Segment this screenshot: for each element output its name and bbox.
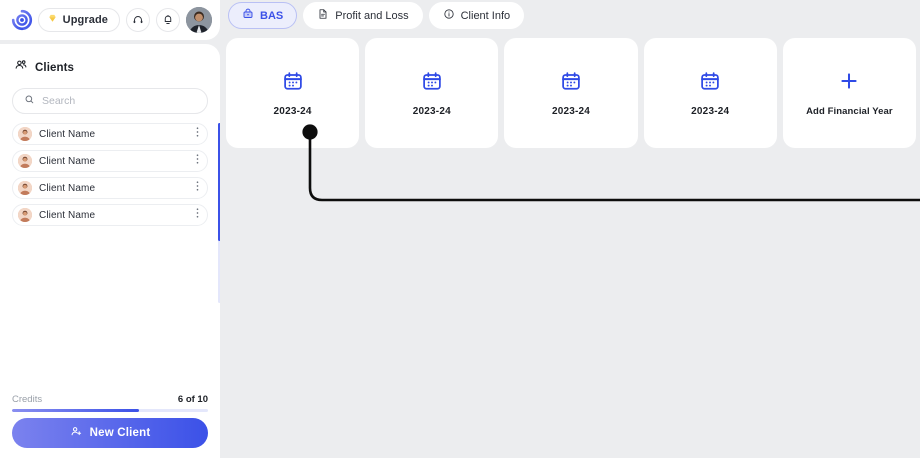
- calendar-icon: [421, 70, 443, 97]
- client-avatar: [18, 127, 32, 141]
- more-vertical-icon[interactable]: [196, 179, 199, 197]
- client-avatar: [18, 181, 32, 195]
- tab-client-info-label: Client Info: [460, 9, 511, 22]
- tab-bas-label: BAS: [260, 9, 284, 22]
- client-name: Client Name: [39, 209, 96, 221]
- document-lock-icon: [242, 8, 254, 23]
- tab-profit-and-loss[interactable]: Profit and Loss: [303, 2, 423, 29]
- financial-year-label: 2023-24: [691, 105, 730, 117]
- users-icon: [14, 58, 28, 77]
- client-name: Client Name: [39, 128, 96, 140]
- upgrade-label: Upgrade: [62, 14, 108, 26]
- financial-year-card[interactable]: 2023-24: [365, 38, 499, 148]
- upgrade-button[interactable]: Upgrade: [37, 8, 120, 32]
- financial-year-card[interactable]: 2023-24: [504, 38, 638, 148]
- new-client-label: New Client: [89, 427, 151, 439]
- financial-year-card[interactable]: 2023-24: [643, 38, 777, 148]
- client-name: Client Name: [39, 155, 96, 167]
- add-financial-year-label: Add Financial Year: [806, 105, 893, 117]
- more-vertical-icon[interactable]: [196, 152, 199, 170]
- headset-icon[interactable]: [126, 8, 150, 32]
- financial-year-label: 2023-24: [273, 105, 312, 117]
- sidebar-header: Clients: [0, 44, 220, 77]
- calendar-icon: [282, 70, 304, 97]
- calendar-icon: [560, 70, 582, 97]
- client-list-scrollbar-thumb[interactable]: [218, 123, 220, 241]
- financial-year-card[interactable]: 2023-24: [226, 38, 360, 148]
- client-list-item[interactable]: Client Name: [12, 150, 208, 172]
- credits-section: Credits 6 of 10: [12, 394, 208, 412]
- client-list: Client Name Client Name: [0, 123, 220, 375]
- credits-row: Credits 6 of 10: [12, 394, 208, 405]
- plus-icon: [838, 70, 860, 97]
- search-icon: [24, 92, 35, 110]
- bell-icon[interactable]: [156, 8, 180, 32]
- top-tabs: BAS Profit and Loss Client Info: [228, 2, 525, 29]
- client-list-item[interactable]: Client Name: [12, 204, 208, 226]
- search-input[interactable]: [42, 95, 196, 107]
- more-vertical-icon[interactable]: [196, 206, 199, 224]
- credits-label: Credits: [12, 394, 43, 405]
- tab-client-info[interactable]: Client Info: [428, 2, 525, 29]
- credits-progress-fill: [12, 409, 140, 412]
- tab-profit-and-loss-label: Profit and Loss: [335, 9, 409, 22]
- calendar-icon: [699, 70, 721, 97]
- search-box[interactable]: [12, 88, 208, 114]
- financial-year-cards: 2023-24 2023-24: [226, 38, 917, 148]
- sidebar-title: Clients: [35, 61, 75, 74]
- info-circle-icon: [443, 8, 455, 23]
- user-avatar[interactable]: [186, 7, 212, 33]
- financial-year-label: 2023-24: [551, 105, 591, 117]
- more-vertical-icon[interactable]: [196, 125, 199, 143]
- tab-bas[interactable]: BAS: [228, 2, 298, 29]
- user-plus-icon: [70, 425, 83, 441]
- clients-sidebar: Clients: [0, 44, 220, 458]
- brand-topbar: Upgrade: [0, 0, 220, 40]
- client-list-item[interactable]: Client Name: [12, 123, 208, 145]
- search-wrapper: [0, 77, 220, 114]
- client-list-item[interactable]: Client Name: [12, 177, 208, 199]
- new-client-button[interactable]: New Client: [12, 418, 208, 448]
- credits-progress-bar: [12, 409, 208, 412]
- client-list-scrollbar[interactable]: [218, 123, 220, 303]
- diamond-icon: [47, 11, 58, 29]
- app-logo-icon[interactable]: [10, 8, 34, 32]
- topbar-actions: Upgrade: [37, 7, 212, 33]
- client-name: Client Name: [39, 182, 96, 194]
- client-avatar: [18, 154, 32, 168]
- add-financial-year-card[interactable]: Add Financial Year: [782, 38, 917, 148]
- credits-value: 6 of 10: [177, 394, 208, 405]
- file-text-icon: [317, 8, 329, 23]
- client-avatar: [18, 208, 32, 222]
- financial-year-label: 2023-24: [412, 105, 451, 117]
